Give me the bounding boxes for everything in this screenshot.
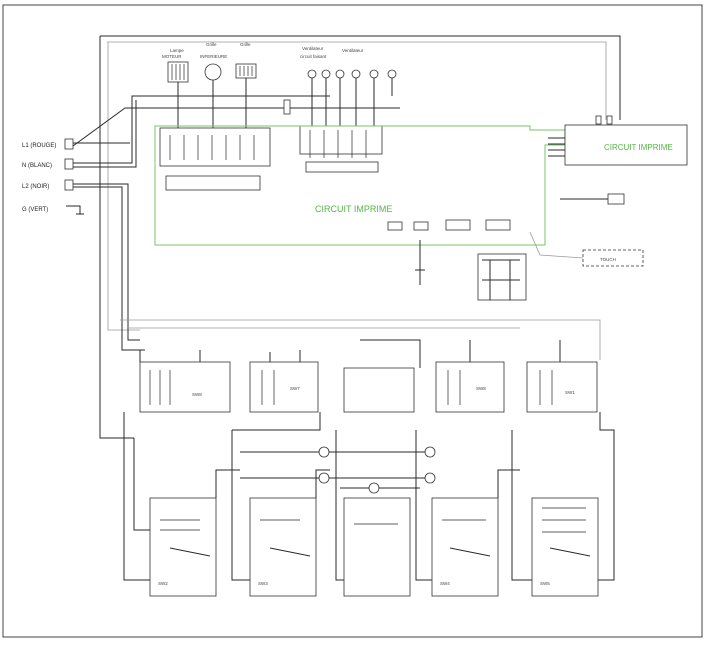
circuit-imprime-label: CIRCUIT IMPRIME bbox=[315, 204, 392, 214]
connector-block-left bbox=[159, 127, 271, 167]
ventilateur-sub: circuit faisant bbox=[300, 54, 327, 59]
input-label-n: N (BLANC) bbox=[22, 163, 52, 169]
relay-assembly bbox=[477, 253, 527, 301]
bottom-switches: SW2 SW3 SW4 SW5 bbox=[149, 497, 599, 597]
switch-block-5 bbox=[526, 361, 598, 413]
touch-box bbox=[582, 249, 644, 267]
switch-label-1: SW8 bbox=[192, 392, 202, 397]
ventilateur-2-label: Ventilateur bbox=[342, 48, 364, 53]
bottom-switch-2 bbox=[249, 497, 317, 597]
fan-terminals bbox=[307, 69, 397, 130]
middle-switches: SW8 SW7 SW8 SW1 bbox=[139, 361, 598, 413]
moteur-label: MOTEUR bbox=[162, 54, 182, 59]
grille-element-2 bbox=[235, 63, 257, 79]
switch-block-3 bbox=[343, 367, 415, 413]
bottom-switch-label-1: SW2 bbox=[158, 581, 168, 586]
bottom-switch-4 bbox=[431, 497, 499, 597]
right-circuit-board: CIRCUIT IMPRIME TOUCH bbox=[529, 115, 688, 267]
lampe-motor bbox=[167, 61, 189, 83]
top-components: Lampe MOTEUR Grille INFERIEURE Grille Ve… bbox=[162, 42, 397, 130]
switch-label-2: SW7 bbox=[290, 386, 300, 391]
grille-sub-1: INFERIEURE bbox=[200, 54, 227, 59]
switch-block-4 bbox=[435, 361, 505, 413]
input-label-g: G (VERT) bbox=[22, 207, 48, 213]
grille-element-1 bbox=[204, 63, 222, 81]
grille-label-2: Grille bbox=[240, 42, 251, 47]
lampe-label: Lampe bbox=[170, 48, 184, 53]
bottom-switch-label-5: SW5 bbox=[540, 581, 550, 586]
switch-block-2 bbox=[249, 361, 319, 413]
touch-label: TOUCH bbox=[600, 257, 616, 262]
circuit-imprime-right-label: CIRCUIT IMPRIME bbox=[604, 143, 673, 152]
bottom-switch-1 bbox=[149, 497, 217, 597]
ventilateur-label: Ventilateur bbox=[302, 46, 324, 51]
bottom-switch-5 bbox=[531, 497, 599, 597]
input-label-l1: L1 (ROUGE) bbox=[22, 143, 56, 149]
bottom-switch-label-4: SW4 bbox=[440, 581, 450, 586]
connector-block-center bbox=[299, 125, 383, 155]
bottom-switch-3 bbox=[343, 497, 411, 597]
grille-label-1: Grille bbox=[206, 42, 217, 47]
input-label-l2: L2 (NOIR) bbox=[22, 184, 49, 190]
switch-label-5: SW1 bbox=[565, 390, 575, 395]
top-harness bbox=[100, 35, 621, 120]
indicator-lamps bbox=[240, 446, 436, 494]
bottom-switch-label-2: SW3 bbox=[258, 581, 268, 586]
input-terminals: L1 (ROUGE) N (BLANC) L2 (NOIR) G (VERT) bbox=[22, 95, 400, 351]
switch-block-1 bbox=[139, 361, 231, 413]
switch-label-4: SW8 bbox=[476, 386, 486, 391]
